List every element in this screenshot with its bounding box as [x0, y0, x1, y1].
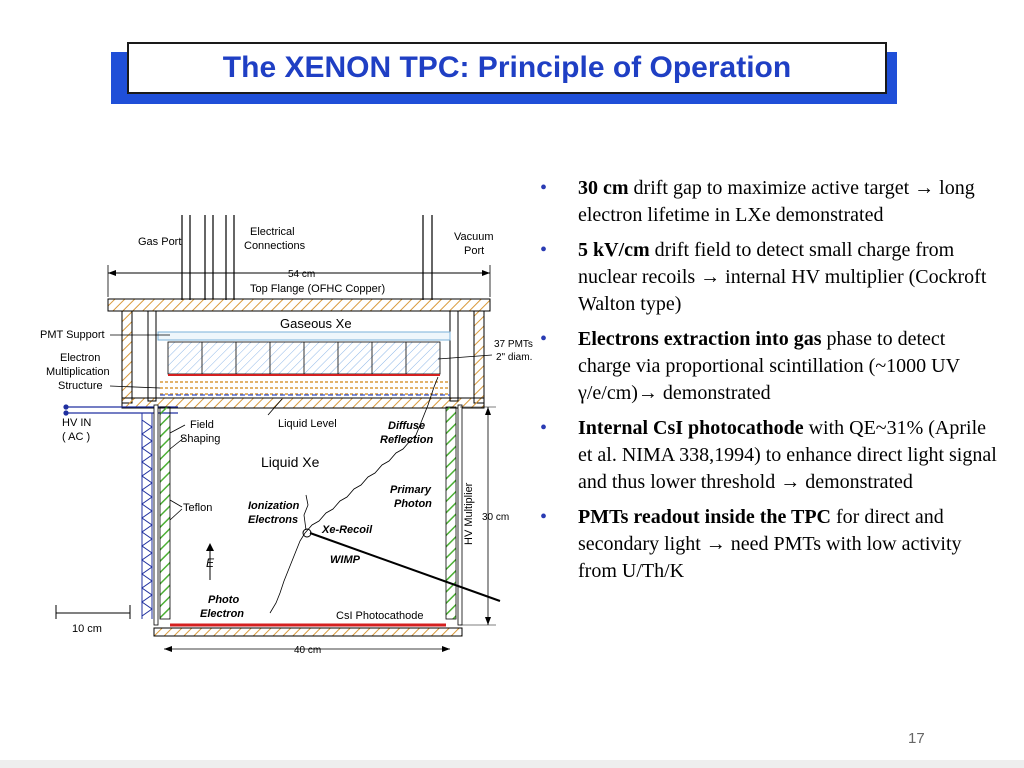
pmt-array	[167, 341, 441, 376]
title-box: The XENON TPC: Principle of Operation	[127, 42, 887, 94]
interaction-point	[302, 528, 312, 538]
inner-can-right	[449, 310, 459, 402]
electrical-label-2: Connections	[244, 240, 306, 252]
diffuse-label-2: Reflection	[380, 434, 433, 446]
dimension-30-label: 30 cm	[482, 512, 509, 523]
bullet-list: • 30 cm drift gap to maximize active targ…	[540, 175, 1000, 593]
top-flange-label: Top Flange (OFHC Copper)	[250, 283, 385, 295]
hv-multiplier-label: HV Multiplier	[463, 482, 475, 545]
vessel-shoulder	[121, 397, 485, 409]
bullet-marker: •	[540, 417, 548, 439]
bullet-bold: Electrons extraction into gas	[578, 328, 822, 350]
xe-recoil-label: Xe-Recoil	[321, 524, 373, 536]
footer-bar	[0, 760, 1024, 768]
teflon-right-wall	[445, 406, 457, 620]
primary-photon-path	[269, 376, 439, 614]
wimp-label: WIMP	[330, 554, 361, 566]
liquid-level-label: Liquid Level	[278, 418, 337, 430]
pmt-support	[157, 331, 451, 341]
electrical-label-1: Electrical	[250, 226, 295, 238]
e-field-label: E	[206, 556, 215, 570]
bullet-bold: 30 cm	[578, 177, 629, 199]
photo-electron-label-2: Electron	[200, 608, 244, 620]
csi-label: CsI Photocathode	[336, 610, 423, 622]
tpc-diagram: Gas Port Electrical Connections Vacuum P…	[40, 215, 533, 656]
bullet-text: for direct and secondary light → need PM…	[578, 506, 962, 582]
teflon-label: Teflon	[183, 502, 212, 514]
bullet-marker: •	[540, 506, 548, 528]
vacuum-label-2: Port	[464, 245, 484, 257]
top-flange	[107, 298, 491, 312]
bullet-bold: 5 kV/cm	[578, 239, 650, 261]
bullet-marker: •	[540, 177, 548, 199]
bullet-text: drift gap to maximize active target → lo…	[578, 177, 975, 226]
bullet-item: • Internal CsI photocathode with QE~31% (…	[540, 415, 1000, 496]
bottom-flange	[153, 627, 463, 637]
gas-port-pipe	[181, 215, 191, 300]
bullet-marker: •	[540, 239, 548, 261]
electron-mult-label-3: Structure	[58, 380, 103, 392]
slide-title: The XENON TPC: Principle of Operation	[222, 51, 792, 84]
electron-multiplication-structure	[160, 381, 450, 395]
ionization-label-1: Ionization	[248, 500, 300, 512]
bullet-text: drift field to detect small charge from …	[578, 239, 987, 315]
vacuum-label-1: Vacuum	[454, 231, 494, 243]
pmt-support-label: PMT Support	[40, 329, 105, 341]
electron-mult-label-1: Electron	[60, 352, 100, 364]
dimension-40-label: 40 cm	[294, 645, 321, 656]
bullet-item: • Electrons extraction into gas phase to …	[540, 326, 1000, 407]
hv-in-label-2: ( AC )	[62, 431, 90, 443]
pmts-label-2: 2" diam.	[496, 352, 532, 363]
ionization-label-2: Electrons	[248, 514, 298, 526]
diffuse-label-1: Diffuse	[388, 420, 425, 432]
dimension-54-label: 54 cm	[288, 269, 315, 280]
vacuum-port-pipe	[422, 215, 433, 300]
vessel-right-wall	[473, 310, 485, 404]
electrical-connections-pipe	[204, 215, 235, 300]
cryostat-left-wall	[153, 404, 159, 626]
bullet-item: • 30 cm drift gap to maximize active targ…	[540, 175, 1000, 229]
bullet-bold: Internal CsI photocathode	[578, 417, 804, 439]
cryostat-right-wall	[457, 404, 463, 626]
page-number: 17	[908, 730, 925, 747]
gaseous-xe-label: Gaseous Xe	[280, 316, 352, 331]
hv-in-label-1: HV IN	[62, 417, 91, 429]
bullet-item: • 5 kV/cm drift field to detect small cha…	[540, 237, 1000, 318]
primary-label-1: Primary	[390, 484, 432, 496]
photo-electron-label-1: Photo	[208, 594, 239, 606]
primary-label-2: Photon	[394, 498, 432, 510]
field-shaping-label-1: Field	[190, 419, 214, 431]
hv-input-wires	[63, 404, 178, 416]
bullet-item: • PMTs readout inside the TPC for direct …	[540, 504, 1000, 585]
bullet-text: with QE~31% (Aprile et al. NIMA 338,1994…	[578, 417, 997, 493]
pmts-label-1: 37 PMTs	[494, 339, 533, 350]
field-shaping-label-2: Shaping	[180, 433, 220, 445]
vessel-left-wall	[121, 310, 133, 404]
ionization-electron-path	[303, 494, 309, 531]
bullet-text: phase to detect charge via proportional …	[578, 328, 960, 404]
liquid-xe-label: Liquid Xe	[261, 454, 320, 470]
electron-mult-label-2: Multiplication	[46, 366, 110, 378]
bullet-bold: PMTs readout inside the TPC	[578, 506, 831, 528]
wimp-track	[309, 532, 501, 602]
bullet-marker: •	[540, 328, 548, 350]
hv-multiplier-chain	[141, 413, 153, 619]
inner-can-left	[147, 310, 157, 402]
scale-10cm-label: 10 cm	[72, 623, 102, 635]
gas-port-label: Gas Port	[138, 236, 181, 248]
teflon-left-wall	[159, 406, 171, 620]
